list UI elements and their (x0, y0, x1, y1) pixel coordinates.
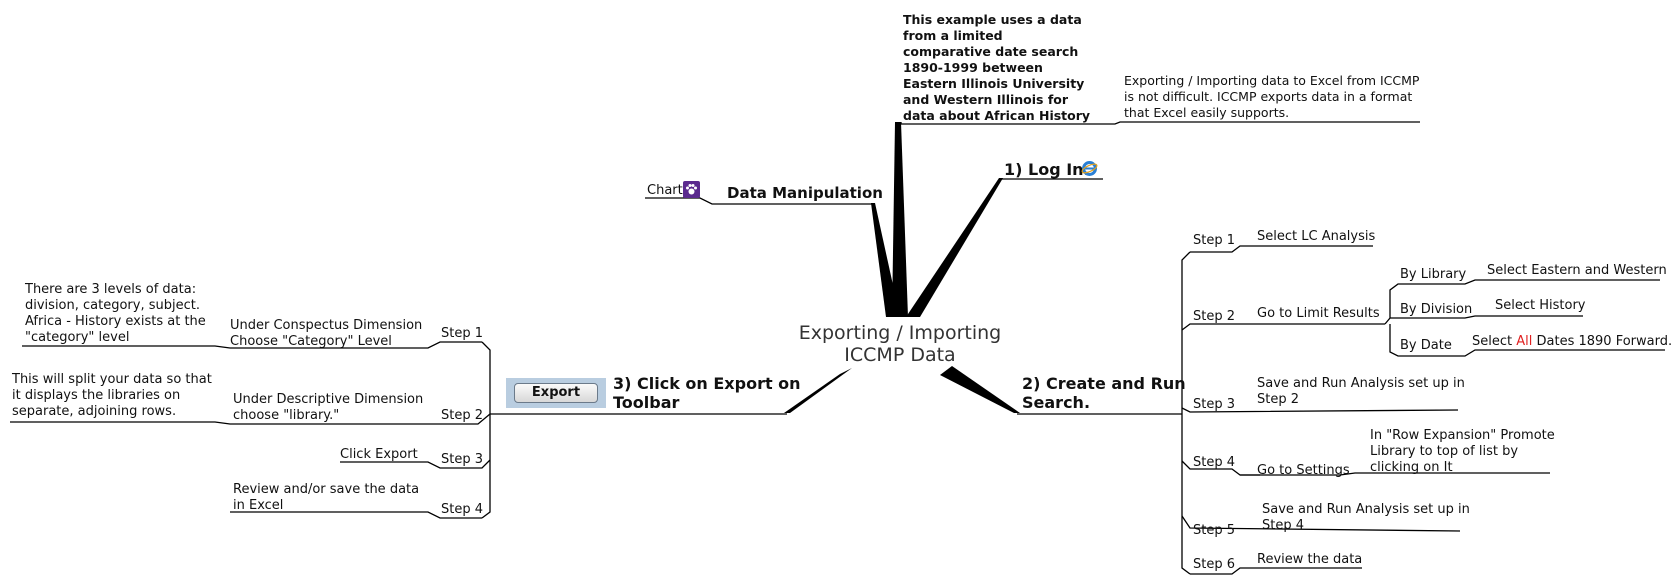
central-topic-line2: ICCMP Data (844, 344, 956, 366)
left-step-label[interactable]: Step 4 (441, 502, 484, 517)
right-step-text-line2: Step 2 (1257, 392, 1300, 407)
right-step-label[interactable]: Step 2 (1193, 309, 1236, 324)
right-step-text-line1: Save and Run Analysis set up in (1257, 376, 1465, 391)
branch-export[interactable]: 3) Click on Export on Toolbar (613, 374, 801, 412)
branch-create-search-line1: 2) Create and Run (1022, 374, 1186, 393)
central-topic-line1: Exporting / Importing (798, 322, 1002, 344)
sub-action[interactable]: Select Eastern and Western (1487, 263, 1667, 278)
right-step-text[interactable]: Select LC Analysis (1257, 229, 1376, 244)
branch-create-search[interactable]: 2) Create and Run Search. (1022, 374, 1186, 412)
sub-action-post: Dates 1890 Forward. (1532, 334, 1672, 349)
branch-create-search-line2: Search. (1022, 393, 1091, 412)
spike-login (906, 178, 1003, 317)
sub-label[interactable]: By Division (1400, 302, 1473, 317)
intro-note: Exporting / Importing data to Excel from… (1124, 73, 1420, 120)
sub-action[interactable]: Select History (1495, 298, 1586, 313)
step-note-line: There are 3 levels of data: (25, 282, 197, 297)
spike-create-search (940, 366, 1020, 413)
step-note: This will split your data so that it dis… (12, 372, 212, 420)
left-step-text-line2: choose "library." (233, 408, 340, 423)
right-step-label[interactable]: Step 3 (1193, 397, 1236, 412)
left-step-text-line1: Under Conspectus Dimension (230, 318, 423, 333)
branch-export-line1: 3) Click on Export on (613, 374, 801, 393)
export-toolbar-image: Export (506, 378, 606, 408)
spike-data-manipulation (871, 203, 900, 317)
right-step-text[interactable]: Go to Limit Results (1257, 306, 1380, 321)
step-note-line: division, category, subject. (25, 298, 200, 313)
left-step-text[interactable]: Click Export (340, 447, 418, 462)
spike-notes (892, 122, 908, 317)
step-note-line: it displays the libraries on (12, 388, 181, 403)
branch-login[interactable]: 1) Log In. (1004, 160, 1090, 179)
right-step-label[interactable]: Step 4 (1193, 455, 1236, 470)
step-note-line: separate, adjoining rows. (12, 404, 177, 419)
right-step-label[interactable]: Step 5 (1193, 523, 1236, 538)
spike-export (784, 368, 852, 413)
left-step-text[interactable]: Review and/or save the data in Excel (233, 482, 419, 514)
example-note: This example uses a data from a limited … (903, 12, 1091, 123)
step-note-line: In "Row Expansion" Promote (1370, 428, 1555, 443)
step-note: There are 3 levels of data: division, ca… (25, 282, 206, 346)
left-step-text[interactable]: Under Conspectus Dimension Choose "Categ… (230, 318, 422, 350)
central-topic[interactable]: Exporting / Importing ICCMP Data (790, 322, 1010, 366)
paw-icon (683, 181, 700, 198)
sub-label[interactable]: By Library (1400, 267, 1467, 282)
branch-export-line2: Toolbar (613, 393, 680, 412)
step-note-line: clicking on It (1370, 460, 1453, 475)
chart-label[interactable]: Chart (647, 183, 683, 198)
left-step-text-line2: Choose "Category" Level (230, 334, 392, 349)
left-step-text-line2: in Excel (233, 498, 284, 513)
left-step-text-line1: Review and/or save the data (233, 482, 420, 497)
step-note-line: "category" level (25, 330, 130, 345)
sub-action[interactable]: Select All Dates 1890 Forward. (1472, 334, 1672, 350)
step-note: In "Row Expansion" Promote Library to to… (1370, 428, 1555, 476)
left-step-label[interactable]: Step 2 (441, 408, 484, 423)
step-note-line: Library to top of list by (1370, 444, 1519, 459)
right-step-text[interactable]: Go to Settings (1257, 463, 1350, 478)
branch-data-manipulation[interactable]: Data Manipulation (727, 184, 883, 202)
sub-action-pre: Select (1472, 334, 1517, 349)
right-step-text[interactable]: Save and Run Analysis set up in Step 4 (1262, 502, 1470, 534)
left-step-text[interactable]: Under Descriptive Dimension choose "libr… (233, 392, 423, 424)
left-step-label[interactable]: Step 1 (441, 326, 484, 341)
right-step-label[interactable]: Step 6 (1193, 557, 1236, 572)
right-step-text-line1: Save and Run Analysis set up in (1262, 502, 1470, 517)
step-note-line: Africa - History exists at the (25, 314, 206, 329)
right-step-text-line2: Step 4 (1262, 518, 1305, 533)
left-step-label[interactable]: Step 3 (441, 452, 484, 467)
right-step-text[interactable]: Save and Run Analysis set up in Step 2 (1257, 376, 1465, 408)
sub-label[interactable]: By Date (1400, 338, 1452, 353)
right-step-label[interactable]: Step 1 (1193, 233, 1236, 248)
step-note-line: This will split your data so that (12, 372, 212, 387)
left-step-text-line1: Under Descriptive Dimension (233, 392, 424, 407)
right-step-text[interactable]: Review the data (1257, 552, 1363, 567)
internet-explorer-icon (1081, 161, 1098, 176)
export-button[interactable]: Export (514, 383, 598, 403)
sub-action-highlight: All (1516, 334, 1533, 349)
